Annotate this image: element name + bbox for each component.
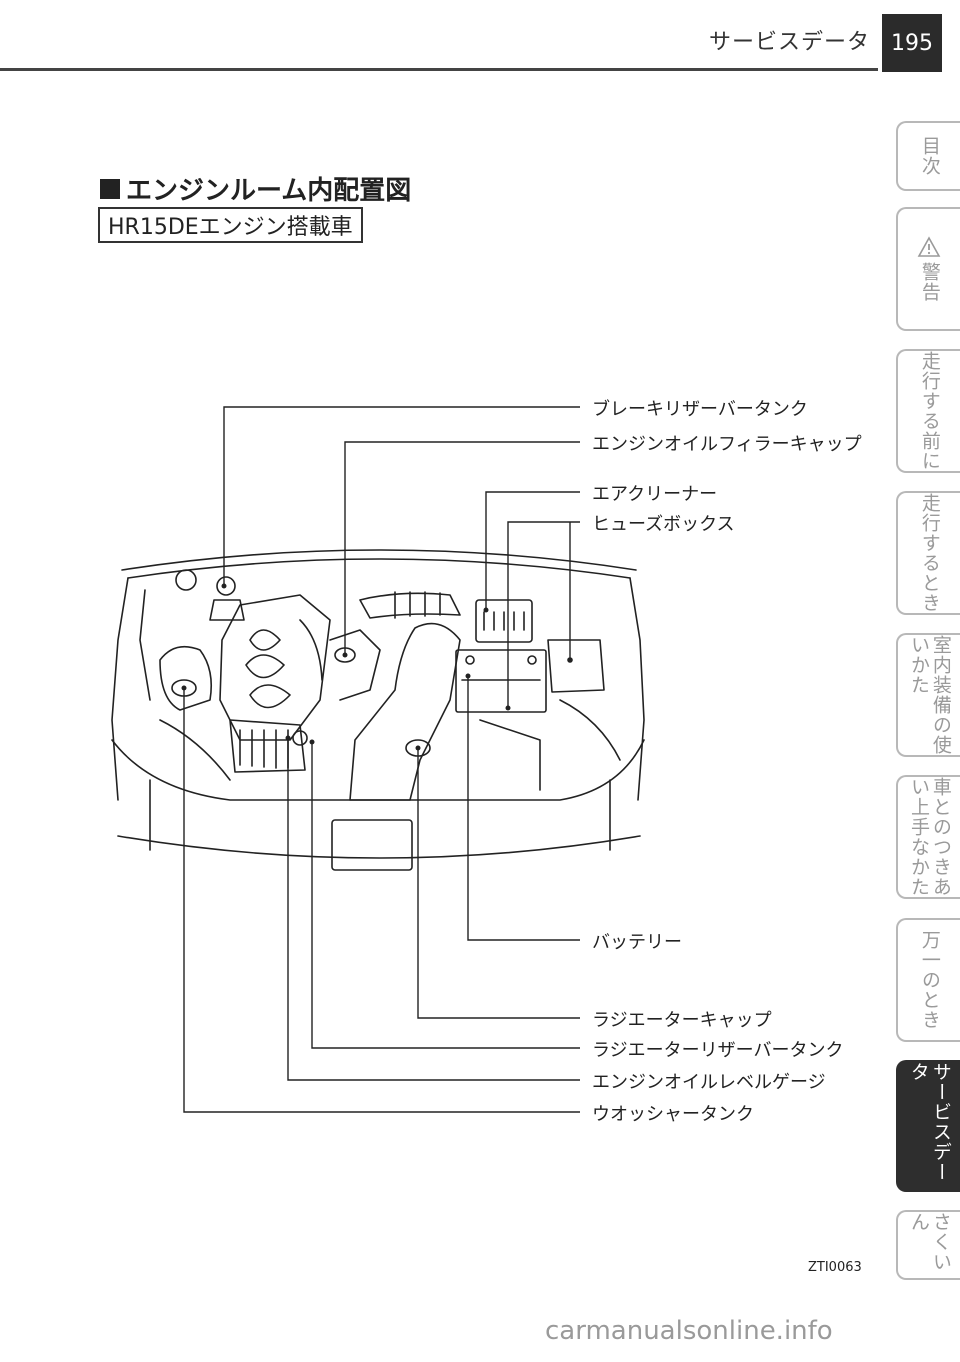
section-title-text: エンジンルーム内配置図 — [126, 176, 412, 206]
title-square-icon — [100, 178, 120, 199]
tab-emergency-label: 万一のとき — [918, 930, 941, 1030]
label-air-cleaner: エアクリーナー — [592, 484, 718, 505]
warning-triangle-icon — [917, 236, 941, 257]
label-radiator-cap: ラジエーターキャップ — [592, 1010, 772, 1031]
tab-interior[interactable]: 室内装備の使いかた — [896, 633, 960, 757]
tab-service-data-label: サービスデータ — [908, 1062, 952, 1182]
label-brake-reservoir: ブレーキリザーバータンク — [592, 399, 808, 420]
tab-car-care-label: 車とのつきあい上手なかた — [908, 777, 952, 897]
engine-subtitle-box: HR15DEエンジン搭載車 — [98, 207, 363, 243]
tab-index[interactable]: さくいん — [896, 1210, 960, 1280]
tab-warning[interactable]: 警告 — [896, 207, 960, 331]
watermark: carmanualsonline.info — [545, 1316, 833, 1346]
tab-warning-label: 警告 — [918, 262, 941, 302]
tab-service-data[interactable]: サービスデータ — [896, 1060, 960, 1192]
tab-interior-label: 室内装備の使いかた — [908, 635, 952, 755]
tab-before-driving[interactable]: 走行する前に — [896, 349, 960, 473]
tab-before-driving-label: 走行する前に — [918, 351, 941, 471]
tab-contents-label: 目次 — [918, 136, 941, 176]
running-header: サービスデータ — [708, 30, 870, 55]
section-title: エンジンルーム内配置図 — [100, 170, 411, 207]
label-fuse-box: ヒューズボックス — [592, 514, 735, 535]
label-battery: バッテリー — [592, 932, 682, 953]
tab-while-driving[interactable]: 走行するとき — [896, 491, 960, 615]
label-radiator-reservoir: ラジエーターリザーバータンク — [592, 1040, 844, 1061]
tab-emergency[interactable]: 万一のとき — [896, 918, 960, 1042]
tab-index-label: さくいん — [908, 1212, 952, 1272]
label-oil-filler-cap: エンジンオイルフィラーキャップ — [592, 434, 862, 455]
label-washer-tank: ウオッシャータンク — [592, 1104, 754, 1125]
tab-contents[interactable]: 目次 — [896, 121, 960, 191]
tab-while-driving-label: 走行するとき — [918, 493, 941, 613]
page-number: 195 — [882, 14, 942, 72]
tab-car-care[interactable]: 車とのつきあい上手なかた — [896, 775, 960, 899]
label-oil-level-gauge: エンジンオイルレベルゲージ — [592, 1072, 826, 1093]
header-rule — [0, 68, 878, 71]
figure-code: ZTI0063 — [808, 1260, 862, 1275]
